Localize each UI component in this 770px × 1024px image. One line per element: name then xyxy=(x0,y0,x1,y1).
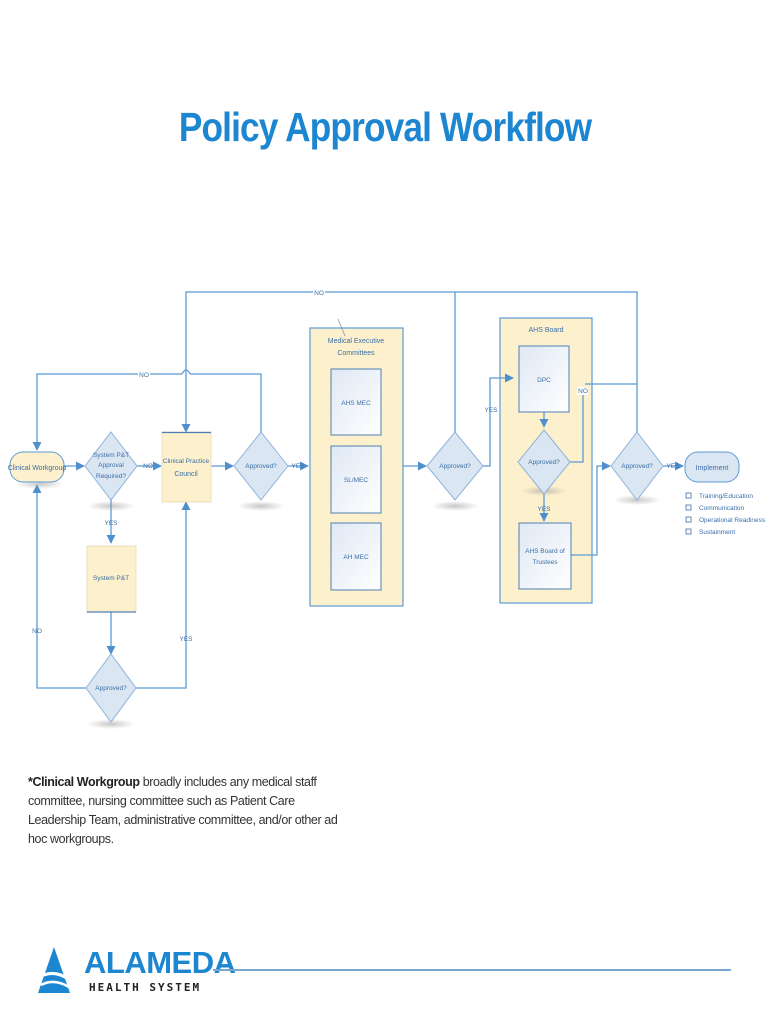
svg-text:Required?: Required? xyxy=(96,473,126,480)
node-system-pnt: System P&T xyxy=(86,545,137,613)
checkbox-icon xyxy=(685,528,692,535)
node-ahs-mec: AHS MEC xyxy=(330,368,382,436)
edge-trustees-to-approved3 xyxy=(571,461,611,556)
svg-text:Communication: Communication xyxy=(699,505,745,512)
svg-text:Approved?: Approved? xyxy=(95,685,127,692)
label-implement-yes: YES xyxy=(666,463,680,470)
footnote-text: broadly includes any medical staff commi… xyxy=(28,775,338,846)
decision-approved-pnt: Approved? xyxy=(85,653,137,723)
svg-text:Approved?: Approved? xyxy=(245,463,277,470)
mec-group-label: Medical Executive xyxy=(328,338,385,345)
checklist-item: Training/Education xyxy=(685,492,753,500)
checkbox-icon xyxy=(685,516,692,523)
edge-mid-no-hop xyxy=(181,369,191,375)
node-implement-label: Implement xyxy=(696,465,729,472)
svg-text:AHS Board of: AHS Board of xyxy=(525,548,565,555)
edge-mid-no xyxy=(37,373,262,450)
svg-text:DPC: DPC xyxy=(537,377,551,384)
node-clinical-workgroup xyxy=(9,451,65,483)
checkbox-icon xyxy=(685,492,692,499)
node-clinical-practice-council: Clinical Practice Council xyxy=(161,431,212,503)
edge-top-no xyxy=(181,291,638,440)
label-top-no: NO xyxy=(314,290,324,297)
logo-name: ALAMEDA xyxy=(84,945,236,980)
label-cpc-yes: YES xyxy=(291,463,305,470)
node-clinical-workgroup-label: Clinical Workgroup xyxy=(8,465,67,472)
decision-approved-1: Approved? xyxy=(233,431,289,501)
svg-text:Approved?: Approved? xyxy=(439,463,471,470)
decision-system-pnt-required: System P&T Approval Required? xyxy=(84,431,138,501)
edge-left-no xyxy=(32,484,86,689)
node-ah-mec: AH MEC xyxy=(330,522,382,591)
edge-approved2-yes-dpc xyxy=(483,373,514,467)
label-dpc-no: NO xyxy=(578,388,588,395)
decision-approved-2: Approved? xyxy=(426,431,484,501)
decision-approved-3: Approved? xyxy=(610,431,664,501)
node-sl-mec: SL/MEC xyxy=(330,445,382,514)
footnote-term: *Clinical Workgroup xyxy=(28,775,140,789)
edge-approved-board-no xyxy=(570,393,584,463)
label-board-yes: YES xyxy=(537,506,551,513)
label-return-yes: YES xyxy=(179,636,193,643)
checklist-item: Sustainment xyxy=(685,528,735,536)
checkbox-icon xyxy=(685,504,692,511)
svg-text:SL/MEC: SL/MEC xyxy=(344,477,369,484)
label-mec-yes: YES xyxy=(484,407,498,414)
svg-text:Operational Readiness: Operational Readiness xyxy=(699,517,766,524)
svg-text:System P&T: System P&T xyxy=(93,452,129,459)
logo-subtitle: HEALTH SYSTEM xyxy=(89,981,202,994)
alameda-logo: ALAMEDA HEALTH SYSTEM xyxy=(36,945,236,997)
node-ahs-trustees: AHS Board of Trustees xyxy=(518,522,572,590)
svg-text:Council: Council xyxy=(174,471,198,478)
label-pnt-yes: YES xyxy=(104,520,118,527)
edge-return-yes xyxy=(136,501,191,689)
callout-line xyxy=(337,318,346,337)
svg-text:Trustees: Trustees xyxy=(532,559,558,566)
mountain-logo-icon xyxy=(38,947,70,993)
node-dpc: DPC xyxy=(518,345,570,413)
implement-checklist: Training/Education Communication Operati… xyxy=(685,492,766,536)
ahs-board-group-label: AHS Board xyxy=(528,327,563,334)
svg-text:AH MEC: AH MEC xyxy=(343,554,369,561)
label-left-no: NO xyxy=(32,628,42,635)
svg-text:AHS MEC: AHS MEC xyxy=(341,400,371,407)
edge-labels: NO NO NO YES YES NO YES YES NO YES YES xyxy=(32,288,680,643)
footer-divider xyxy=(213,969,731,971)
checklist-item: Communication xyxy=(685,504,745,512)
label-pnt-no: NO xyxy=(143,463,153,470)
footnote: *Clinical Workgroup broadly includes any… xyxy=(28,773,348,849)
svg-text:System P&T: System P&T xyxy=(93,575,129,582)
label-mid-no: NO xyxy=(139,372,149,379)
page-title: Policy Approval Workflow xyxy=(178,104,592,150)
decision-approved-board: Approved? xyxy=(517,429,571,495)
svg-text:Approval: Approval xyxy=(98,462,124,469)
node-implement xyxy=(684,451,740,483)
checklist-item: Operational Readiness xyxy=(685,516,766,524)
svg-text:Sustainment: Sustainment xyxy=(699,529,735,536)
svg-text:Approved?: Approved? xyxy=(621,463,653,470)
svg-text:Training/Education: Training/Education xyxy=(699,493,753,500)
svg-text:Approved?: Approved? xyxy=(528,459,560,466)
svg-text:Clinical Practice: Clinical Practice xyxy=(163,458,210,465)
mec-group-label-2: Committees xyxy=(337,350,375,357)
